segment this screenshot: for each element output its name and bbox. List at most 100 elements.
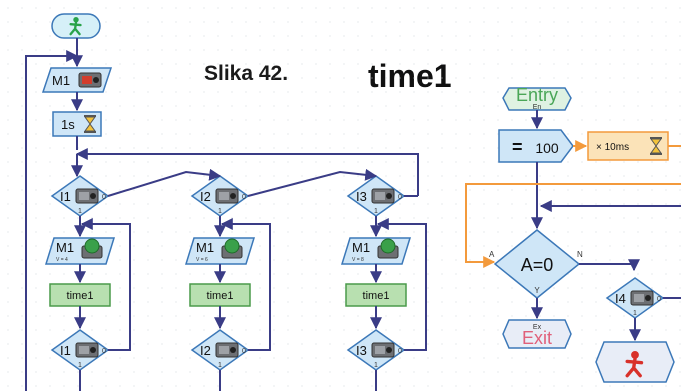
grid-dot [49,189,51,191]
grid-dot [21,371,23,373]
grid-dot [665,77,667,79]
grid-dot [91,371,93,373]
grid-dot [567,315,569,317]
grid-dot [511,203,513,205]
grid-dot [91,147,93,149]
grid-dot [245,329,247,331]
grid-dot [469,91,471,93]
grid-dot [329,245,331,247]
grid-dot [147,203,149,205]
grid-dot [469,315,471,317]
grid-dot [7,343,9,345]
column-1-motor-gear-icon [81,238,103,259]
grid-dot [581,315,583,317]
grid-dot [189,343,191,345]
grid-dot [35,7,37,9]
grid-dot [259,147,261,149]
grid-dot [371,161,373,163]
grid-dot [35,49,37,51]
grid-dot [77,7,79,9]
start-green-man-icon [69,17,82,36]
grid-dot [385,49,387,51]
grid-dot [91,161,93,163]
grid-dot [385,105,387,107]
grid-dot [231,175,233,177]
grid-dot [553,217,555,219]
grid-dot [385,315,387,317]
grid-dot [147,63,149,65]
grid-dot [553,49,555,51]
assign-equals: = [512,137,523,157]
grid-dot [371,147,373,149]
grid-dot [595,91,597,93]
grid-dot [385,329,387,331]
grid-dot [301,357,303,359]
grid-dot [567,7,569,9]
grid-dot [175,91,177,93]
grid-dot [469,133,471,135]
grid-dot [651,77,653,79]
grid-dot [343,315,345,317]
grid-dot [287,63,289,65]
column-1-input-sensor-knob [90,193,96,199]
grid-dot [455,329,457,331]
grid-dot [273,133,275,135]
grid-dot [105,49,107,51]
grid-dot [175,329,177,331]
grid-dot [21,203,23,205]
grid-dot [161,371,163,373]
wait-10ms-label: × 10ms [596,142,629,153]
grid-dot [119,217,121,219]
grid-dot [49,357,51,359]
grid-dot [483,21,485,23]
grid-dot [49,385,51,387]
grid-dot [105,231,107,233]
grid-dot [609,63,611,65]
column-1-check-label: I1 [60,343,71,358]
grid-dot [609,203,611,205]
grid-dot [427,385,429,387]
grid-dot [189,161,191,163]
grid-dot [567,203,569,205]
grid-dot [483,7,485,9]
wait-10ms-box [587,131,669,161]
grid-dot [287,203,289,205]
grid-dot [35,147,37,149]
grid-dot [147,357,149,359]
grid-dot [105,147,107,149]
grid-dot [553,315,555,317]
grid-dot [147,371,149,373]
grid-dot [35,273,37,275]
grid-dot [567,189,569,191]
column-2-check-value0: 0 [242,348,246,355]
grid-dot [455,343,457,345]
grid-dot [679,301,681,303]
grid-dot [301,175,303,177]
grid-dot [35,315,37,317]
grid-dot [595,385,597,387]
grid-dot [357,77,359,79]
grid-dot [189,245,191,247]
grid-dot [273,49,275,51]
grid-dot [385,7,387,9]
grid-dot [105,357,107,359]
motor-stop-icon-face [82,76,92,84]
grid-dot [301,49,303,51]
grid-dot [399,203,401,205]
grid-dot [553,301,555,303]
grid-dot [329,147,331,149]
grid-dot [21,21,23,23]
grid-dot [357,315,359,317]
grid-dot [357,161,359,163]
column-2-input-sensor-face [219,192,229,200]
grid-dot [35,161,37,163]
grid-dot [413,343,415,345]
grid-dot [343,21,345,23]
grid-dot [357,217,359,219]
grid-dot [483,175,485,177]
grid-dot [595,217,597,219]
grid-dot [203,147,205,149]
grid-dot [455,119,457,121]
grid-dot [567,371,569,373]
grid-dot [651,217,653,219]
